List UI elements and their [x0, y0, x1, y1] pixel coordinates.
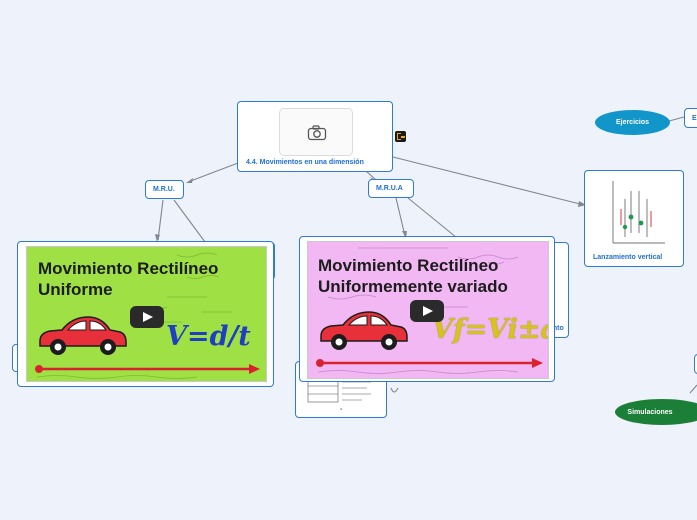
- connector-simulaciones-stub: [689, 384, 697, 394]
- mrua-video-thumbnail[interactable]: Movimiento Rectilíneo Uniformemente vari…: [307, 241, 549, 379]
- root-image-placeholder: [279, 108, 353, 156]
- mru-video-title-line1: Movimiento Rectilíneo: [38, 259, 219, 278]
- connector-small-card-hook: [390, 387, 399, 393]
- mrua-video-formula: Vf=Vi±at: [432, 314, 548, 345]
- connector-root-lanzamiento: [392, 156, 585, 206]
- connector-mrua-video: [395, 197, 406, 237]
- connector-mru-card: [173, 199, 206, 243]
- mrua-small-card-caption: -: [340, 406, 343, 413]
- connector-root-mru: [187, 162, 239, 183]
- red-car-image: [39, 316, 127, 355]
- connector-root-mrua: [365, 170, 377, 181]
- mrua-notebook-scribbles: [317, 247, 519, 374]
- simulaciones-topic-pill[interactable]: Simulaciones: [615, 399, 697, 425]
- mrua-play-icon[interactable]: [410, 300, 444, 322]
- mru-video-title-line2: Uniforme: [38, 280, 113, 299]
- arrowhead-mru-video: [155, 234, 160, 242]
- red-arrow-track: [316, 358, 543, 368]
- red-arrow-track: [35, 364, 260, 374]
- vertical-launch-diagram: [612, 181, 665, 244]
- mru-video-formula: V=d/t: [166, 321, 251, 352]
- mrua-video-node[interactable]: Movimiento Rectilíneo Uniformemente vari…: [299, 236, 555, 382]
- root-topic-node[interactable]: 4.4. Movimientos en una dimensión: [237, 101, 393, 172]
- connector-mrua-card: [407, 197, 463, 243]
- connector-mru-video: [157, 199, 164, 241]
- ejercicios-stub-label: E: [692, 115, 697, 122]
- lanzamiento-topic-node[interactable]: Lanzamiento vertical: [584, 170, 684, 267]
- mrua-topic-label: M.R.U.A: [376, 185, 403, 192]
- connector-ejercicios-stub: [668, 116, 685, 122]
- root-topic-label: 4.4. Movimientos en una dimensión: [246, 159, 364, 166]
- simulaciones-stub-node[interactable]: [694, 354, 697, 374]
- ejercicios-topic-label: Ejercicios: [615, 119, 650, 126]
- mrua-video-title-line2: Uniformemente variado: [318, 277, 508, 296]
- mru-topic-label: M.R.U.: [153, 186, 175, 193]
- camera-icon: [307, 125, 327, 141]
- mrua-hidden-card-label: ento: [549, 325, 564, 332]
- mru-video-thumbnail[interactable]: Movimiento Rectilíneo Uniforme V=d/t: [26, 246, 267, 382]
- link-badge-icon[interactable]: [395, 131, 406, 142]
- lanzamiento-topic-label: Lanzamiento vertical: [593, 254, 663, 261]
- mru-topic-node[interactable]: M.R.U.: [145, 180, 184, 199]
- ejercicios-stub-node[interactable]: E: [684, 108, 697, 128]
- mrua-topic-node[interactable]: M.R.U.A: [368, 179, 414, 198]
- mru-play-icon[interactable]: [130, 306, 164, 328]
- red-car-image: [320, 311, 408, 350]
- mru-video-node[interactable]: Movimiento Rectilíneo Uniforme V=d/t: [17, 241, 274, 387]
- arrowhead-mru: [186, 178, 193, 183]
- ejercicios-topic-pill[interactable]: Ejercicios: [595, 110, 670, 135]
- mrua-video-title-line1: Movimiento Rectilíneo: [318, 256, 499, 275]
- mru-notebook-scribbles: [36, 252, 232, 379]
- simulaciones-topic-label: Simulaciones: [627, 408, 673, 416]
